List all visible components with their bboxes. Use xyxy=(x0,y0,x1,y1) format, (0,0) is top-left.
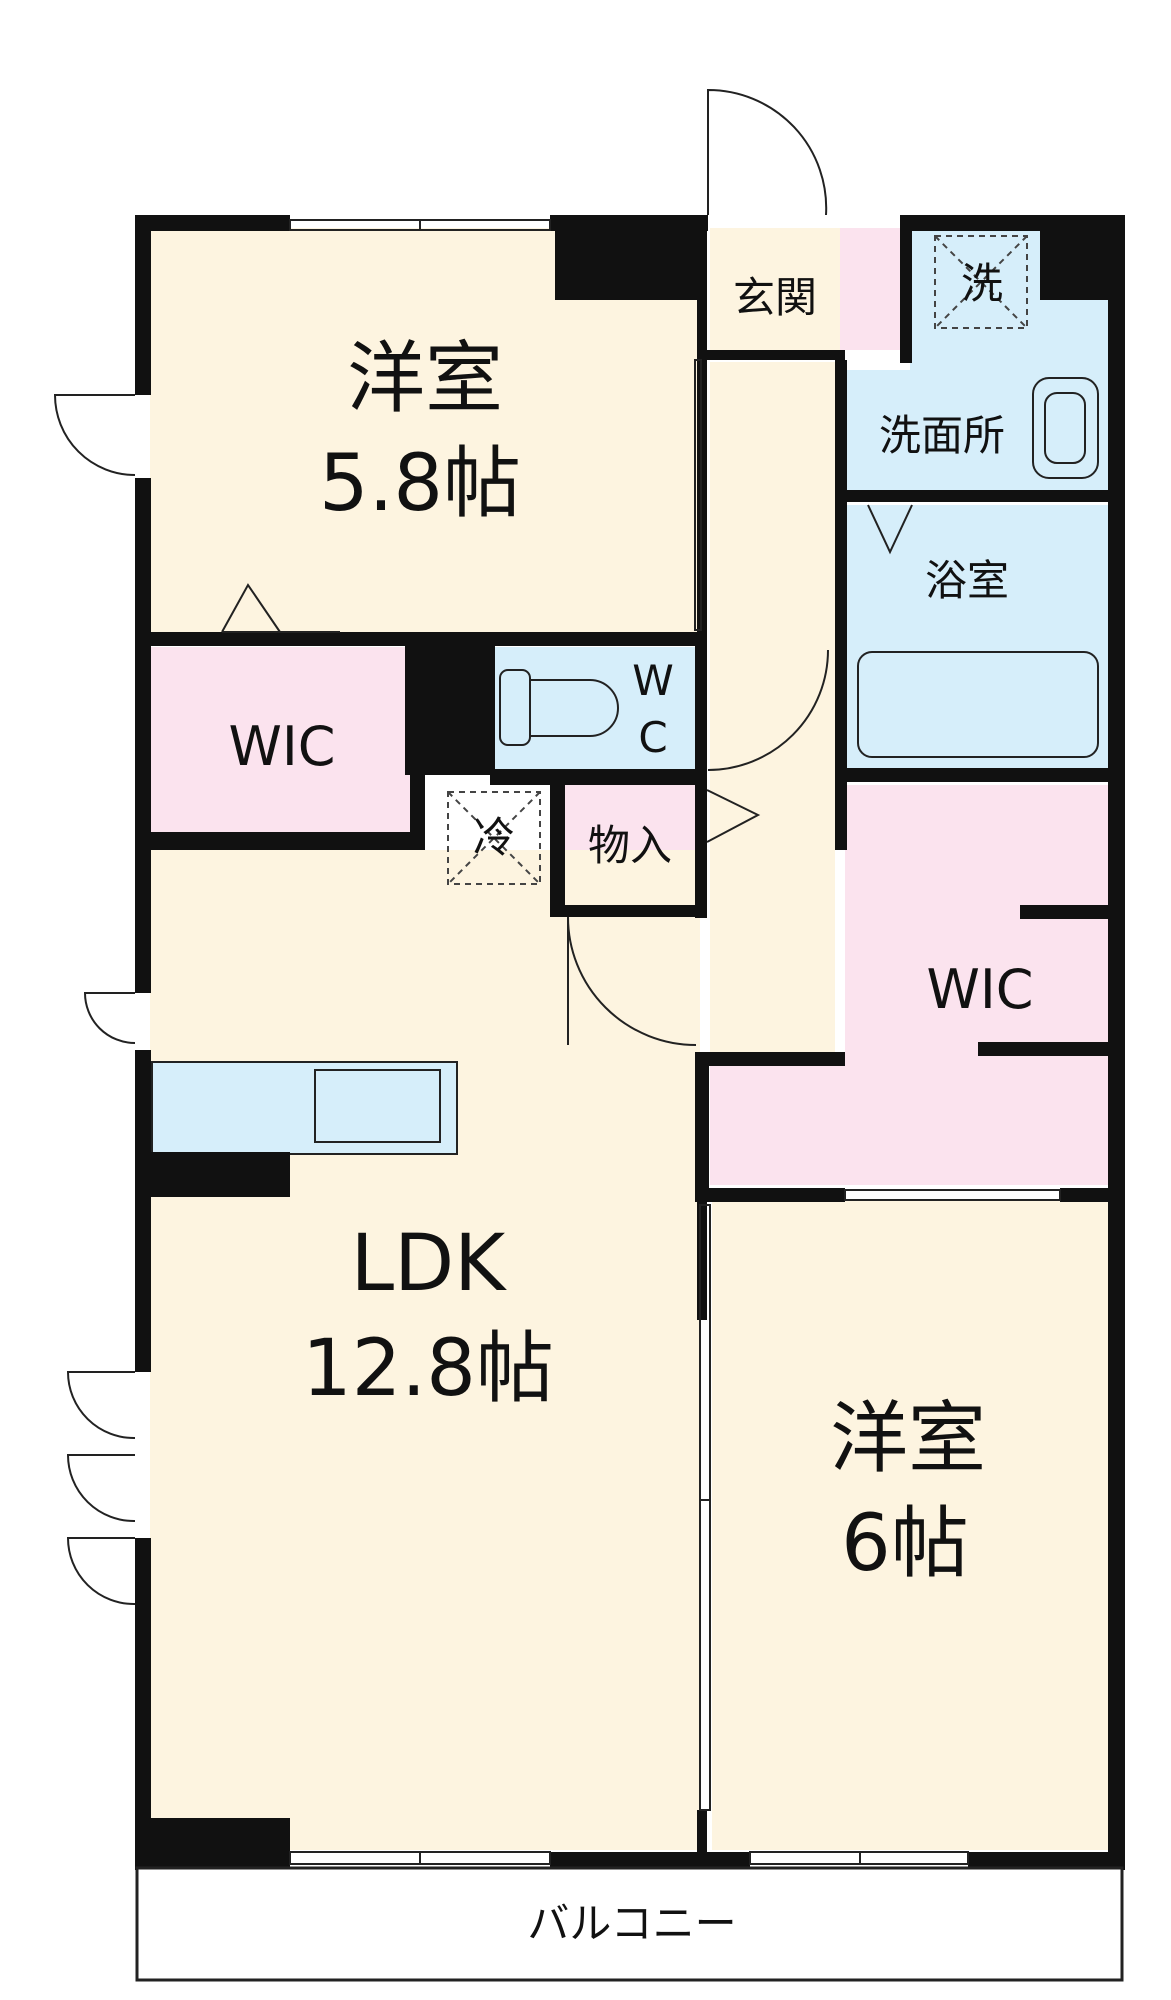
wall-left-3 xyxy=(135,1050,151,1372)
wall-top-block-left xyxy=(555,228,700,300)
wall-top-mid xyxy=(550,215,708,231)
wall-ldk-divider xyxy=(697,1200,707,1320)
side-door-5 xyxy=(66,1537,136,1606)
western-bottom-size: 6帖 xyxy=(841,1499,969,1589)
side-door-1 xyxy=(53,394,136,476)
washroom-label: 洗面所 xyxy=(879,411,1005,460)
washroom-lower-floor xyxy=(845,370,1110,490)
wall-wic-right-bottom-left xyxy=(695,1188,845,1202)
wash-basin xyxy=(1032,377,1099,479)
wic-right-sliding-door xyxy=(844,1189,1061,1201)
wall-wic-right-bottom-right xyxy=(1060,1188,1120,1202)
labels: 洋室 5.8帖 玄関 洗 洗面所 浴室 WIC W C 冷 物入 WIC LDK… xyxy=(228,259,1033,1948)
ldk-floor xyxy=(150,850,700,1850)
wall-left-4 xyxy=(135,1538,151,1868)
wc-label-c: C xyxy=(638,713,667,762)
western-top-size: 5.8帖 xyxy=(319,439,521,529)
wall-bottom-mid xyxy=(550,1852,750,1868)
toilet-bowl xyxy=(529,679,619,737)
wall-wash-bath xyxy=(845,490,1110,502)
fridge-space xyxy=(447,791,541,885)
wall-wic-left-bottom xyxy=(135,832,425,850)
washer-label: 洗 xyxy=(961,259,1003,308)
wall-hall-right xyxy=(835,780,847,850)
openings xyxy=(53,88,1061,1865)
wall-bottom-block xyxy=(135,1818,290,1858)
wall-wic-right-top xyxy=(695,1052,845,1066)
wall-right xyxy=(1108,215,1125,1870)
wash-basin-inner xyxy=(1044,392,1086,464)
wic-left-door xyxy=(221,583,281,633)
storage-label: 物入 xyxy=(588,821,672,870)
fixtures xyxy=(447,235,1099,885)
wall-wic-right-shelf-1 xyxy=(1020,905,1110,919)
kitchen-sink xyxy=(314,1069,441,1143)
wall-wc-right xyxy=(695,640,707,918)
genkan-floor xyxy=(710,228,840,350)
wic-right-lower-floor xyxy=(710,1065,1110,1185)
wall-top-left xyxy=(135,215,290,231)
wic-left-floor xyxy=(150,647,410,832)
wall-wc-bottom xyxy=(490,769,705,785)
wall-bath-bottom xyxy=(835,768,1125,782)
wall-kitchen-block xyxy=(150,1152,290,1197)
walls xyxy=(135,215,1125,1870)
wall-genkan-bottom xyxy=(705,350,845,360)
ldk-door-swing xyxy=(567,916,697,1046)
wall-wic-column xyxy=(410,775,425,850)
wall-bottom-right xyxy=(968,1852,1125,1868)
wc-floor xyxy=(495,647,695,769)
entrance-door-swing xyxy=(707,88,828,216)
hallway-floor xyxy=(710,362,835,1052)
bath-floor xyxy=(845,505,1110,770)
balcony xyxy=(135,1866,1124,1982)
wall-west-top-bottom xyxy=(135,632,705,646)
side-door-3 xyxy=(66,1371,136,1440)
wall-storage-left xyxy=(550,780,565,915)
room-fills xyxy=(150,228,1110,1850)
genkan-label: 玄関 xyxy=(733,273,817,322)
storage-arrow xyxy=(706,789,761,843)
side-door-4 xyxy=(66,1454,136,1523)
wic-left-label: WIC xyxy=(228,715,335,778)
west-bottom-sliding-door xyxy=(699,1204,711,1811)
wic-right-label: WIC xyxy=(926,958,1033,1021)
fridge-label: 冷 xyxy=(473,813,515,862)
wall-wic-right-shelf-2 xyxy=(978,1042,1110,1056)
wall-left-1 xyxy=(135,215,151,395)
side-door-2 xyxy=(83,992,136,1044)
wall-wash-divider xyxy=(835,360,847,780)
west-top-door-frame xyxy=(694,359,702,631)
wall-wash-left xyxy=(900,215,912,363)
hall-door-swing xyxy=(707,649,829,771)
ldk-size: 12.8帖 xyxy=(302,1324,554,1414)
wall-wic-left-right xyxy=(405,640,495,775)
ldk-name: LDK xyxy=(351,1219,508,1309)
wc-label-w: W xyxy=(632,656,674,705)
wall-left-2 xyxy=(135,478,151,993)
genkan-shoebox xyxy=(840,228,900,350)
balcony-label: バルコニー xyxy=(527,1899,736,1948)
bath-label: 浴室 xyxy=(925,556,1009,605)
wall-wic-right-left xyxy=(695,1052,709,1202)
washer-space xyxy=(934,235,1028,329)
wall-top-right xyxy=(900,215,1125,231)
wall-ldk-divider-bottom xyxy=(697,1810,707,1855)
western-bottom-floor xyxy=(712,1200,1110,1850)
western-bottom-name: 洋室 xyxy=(830,1394,986,1484)
bathtub xyxy=(857,651,1099,758)
western-top-name: 洋室 xyxy=(347,334,503,424)
wall-storage-bottom xyxy=(550,905,705,917)
bath-door-arrow xyxy=(867,504,913,555)
